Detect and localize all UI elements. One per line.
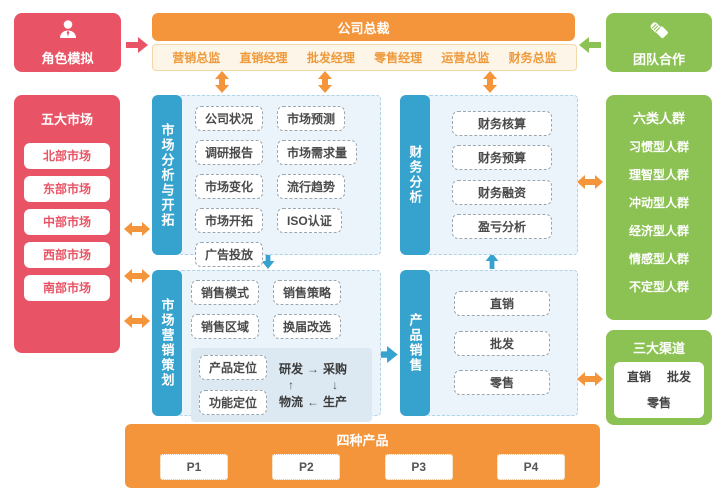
orange-double-horizontal-arrow-icon (124, 222, 150, 236)
orange-double-horizontal-arrow-icon (577, 372, 603, 386)
manager-label: 营销总监 (172, 51, 221, 65)
role-simulation-label: 角色模拟 (41, 51, 94, 66)
blue-up-arrow-icon (484, 253, 500, 269)
market-item: 北部市场 (24, 143, 110, 169)
orange-double-vertical-arrow-icon (483, 71, 497, 93)
handshake-icon (646, 17, 672, 46)
role-simulation-box: 角色模拟 (14, 13, 121, 72)
positioning-item: 功能定位 (199, 390, 268, 415)
cycle-node: 生产 (323, 395, 348, 409)
cycle-node: 物流 (279, 395, 304, 409)
five-markets-panel: 五大市场 北部市场 东部市场 中部市场 西部市场 南部市场 (14, 95, 120, 353)
sales-item: 批发 (454, 330, 550, 356)
blue-right-arrow-icon (374, 346, 398, 363)
blue-down-arrow-icon (260, 253, 276, 269)
analysis-item: 流行趋势 (277, 174, 346, 199)
group-item: 冲动型人群 (628, 196, 689, 210)
marketing-item: 销售区域 (191, 314, 260, 339)
six-groups-title: 六类人群 (632, 111, 685, 126)
analysis-item: 市场开拓 (195, 208, 264, 233)
orange-double-vertical-arrow-icon (215, 71, 229, 93)
green-left-arrow-icon (579, 37, 601, 53)
analysis-item: 市场需求量 (277, 140, 358, 165)
sales-item: 零售 (454, 369, 550, 395)
analysis-item: 市场预测 (277, 106, 346, 131)
analysis-item: 公司状况 (195, 106, 264, 131)
manager-label: 直销经理 (239, 51, 288, 65)
group-item: 理智型人群 (628, 168, 689, 182)
orange-double-horizontal-arrow-icon (124, 269, 150, 283)
four-products-banner: 四种产品 P1 P2 P3 P4 (125, 424, 600, 488)
six-groups-panel: 六类人群 习惯型人群 理智型人群 冲动型人群 经济型人群 情感型人群 不定型人群 (606, 95, 712, 320)
orange-double-horizontal-arrow-icon (577, 175, 603, 189)
marketing-planning-panel: 销售模式 销售策略 销售区域 换届改选 产品定位 功能定位 研发 → 采购 ↑ … (178, 270, 381, 422)
channel-item: 零售 (646, 396, 671, 410)
manager-label: 零售经理 (374, 51, 423, 65)
rd-cycle-diagram: 研发 → 采购 ↑ ↓ 物流 ← 生产 (279, 360, 347, 410)
marketing-item: 销售模式 (191, 280, 260, 305)
marketing-planning-block: 市场营销策划 销售模式 销售策略 销售区域 换届改选 产品定位 功能定位 研发 … (152, 270, 381, 422)
product-item: P3 (384, 454, 453, 480)
market-item: 南部市场 (24, 275, 110, 301)
product-item: P1 (160, 454, 228, 480)
orange-double-horizontal-arrow-icon (124, 314, 150, 328)
group-item: 习惯型人群 (628, 140, 689, 154)
group-item: 情感型人群 (628, 252, 689, 266)
product-sales-block: 产品销售 直销 批发 零售 (400, 270, 578, 416)
managers-row: 营销总监 直销经理 批发经理 零售经理 运营总监 财务总监 (152, 44, 577, 71)
finance-analysis-block: 财务分析 财务核算 财务预算 财务融资 盈亏分析 (400, 95, 578, 255)
person-icon (56, 18, 80, 45)
positioning-sub-panel: 产品定位 功能定位 研发 → 采购 ↑ ↓ 物流 ← 生产 (191, 348, 372, 422)
channel-item: 批发 (667, 370, 692, 384)
market-analysis-tab: 市场分析与开拓 (152, 95, 182, 255)
marketing-planning-tab: 市场营销策划 (152, 270, 182, 416)
analysis-item: 广告投放 (195, 242, 264, 267)
market-analysis-block: 市场分析与开拓 公司状况 调研报告 市场变化 市场开拓 广告投放 市场预测 市场… (152, 95, 381, 267)
teamwork-label: 团队合作 (632, 52, 685, 67)
group-item: 经济型人群 (628, 224, 689, 238)
cycle-left-arrow-icon: ← (307, 394, 320, 409)
finance-item: 财务核算 (452, 111, 552, 137)
cycle-node: 采购 (323, 362, 348, 376)
analysis-item: ISO认证 (277, 208, 342, 233)
product-sales-panel: 直销 批发 零售 (426, 270, 578, 416)
manager-label: 财务总监 (508, 51, 557, 65)
marketing-item: 销售策略 (273, 280, 342, 305)
product-sales-tab: 产品销售 (400, 270, 430, 416)
product-item: P2 (272, 454, 341, 480)
cycle-up-arrow-icon: ↑ (288, 378, 295, 392)
manager-label: 运营总监 (441, 51, 490, 65)
group-item: 不定型人群 (628, 280, 689, 294)
finance-analysis-tab: 财务分析 (400, 95, 430, 255)
finance-item: 财务预算 (452, 145, 552, 171)
manager-label: 批发经理 (306, 51, 355, 65)
marketing-item: 换届改选 (273, 314, 342, 339)
three-channels-title: 三大渠道 (632, 341, 685, 356)
sales-item: 直销 (454, 291, 550, 317)
red-right-arrow-icon (126, 37, 148, 53)
analysis-item: 市场变化 (195, 174, 264, 199)
cycle-down-arrow-icon: ↓ (332, 378, 339, 392)
finance-item: 财务融资 (452, 179, 552, 205)
cycle-right-arrow-icon: → (307, 361, 320, 376)
orange-double-vertical-arrow-icon (318, 71, 332, 93)
president-banner: 公司总裁 (152, 13, 575, 41)
market-item: 中部市场 (24, 209, 110, 235)
market-item: 东部市场 (24, 176, 110, 202)
market-analysis-panel: 公司状况 调研报告 市场变化 市场开拓 广告投放 市场预测 市场需求量 流行趋势… (178, 95, 381, 267)
positioning-item: 产品定位 (199, 355, 268, 380)
three-channels-box: 三大渠道 直销 批发 零售 (606, 330, 712, 425)
finance-analysis-panel: 财务核算 财务预算 财务融资 盈亏分析 (426, 95, 578, 255)
five-markets-title: 五大市场 (40, 112, 93, 127)
product-item: P4 (496, 454, 565, 480)
cycle-node: 研发 (279, 362, 304, 376)
channel-item: 直销 (626, 370, 651, 384)
finance-item: 盈亏分析 (452, 213, 552, 239)
channels-list: 直销 批发 零售 (614, 362, 704, 418)
four-products-title: 四种产品 (336, 433, 389, 448)
market-item: 西部市场 (24, 242, 110, 268)
teamwork-box: 团队合作 (606, 13, 712, 72)
analysis-item: 调研报告 (195, 140, 264, 165)
